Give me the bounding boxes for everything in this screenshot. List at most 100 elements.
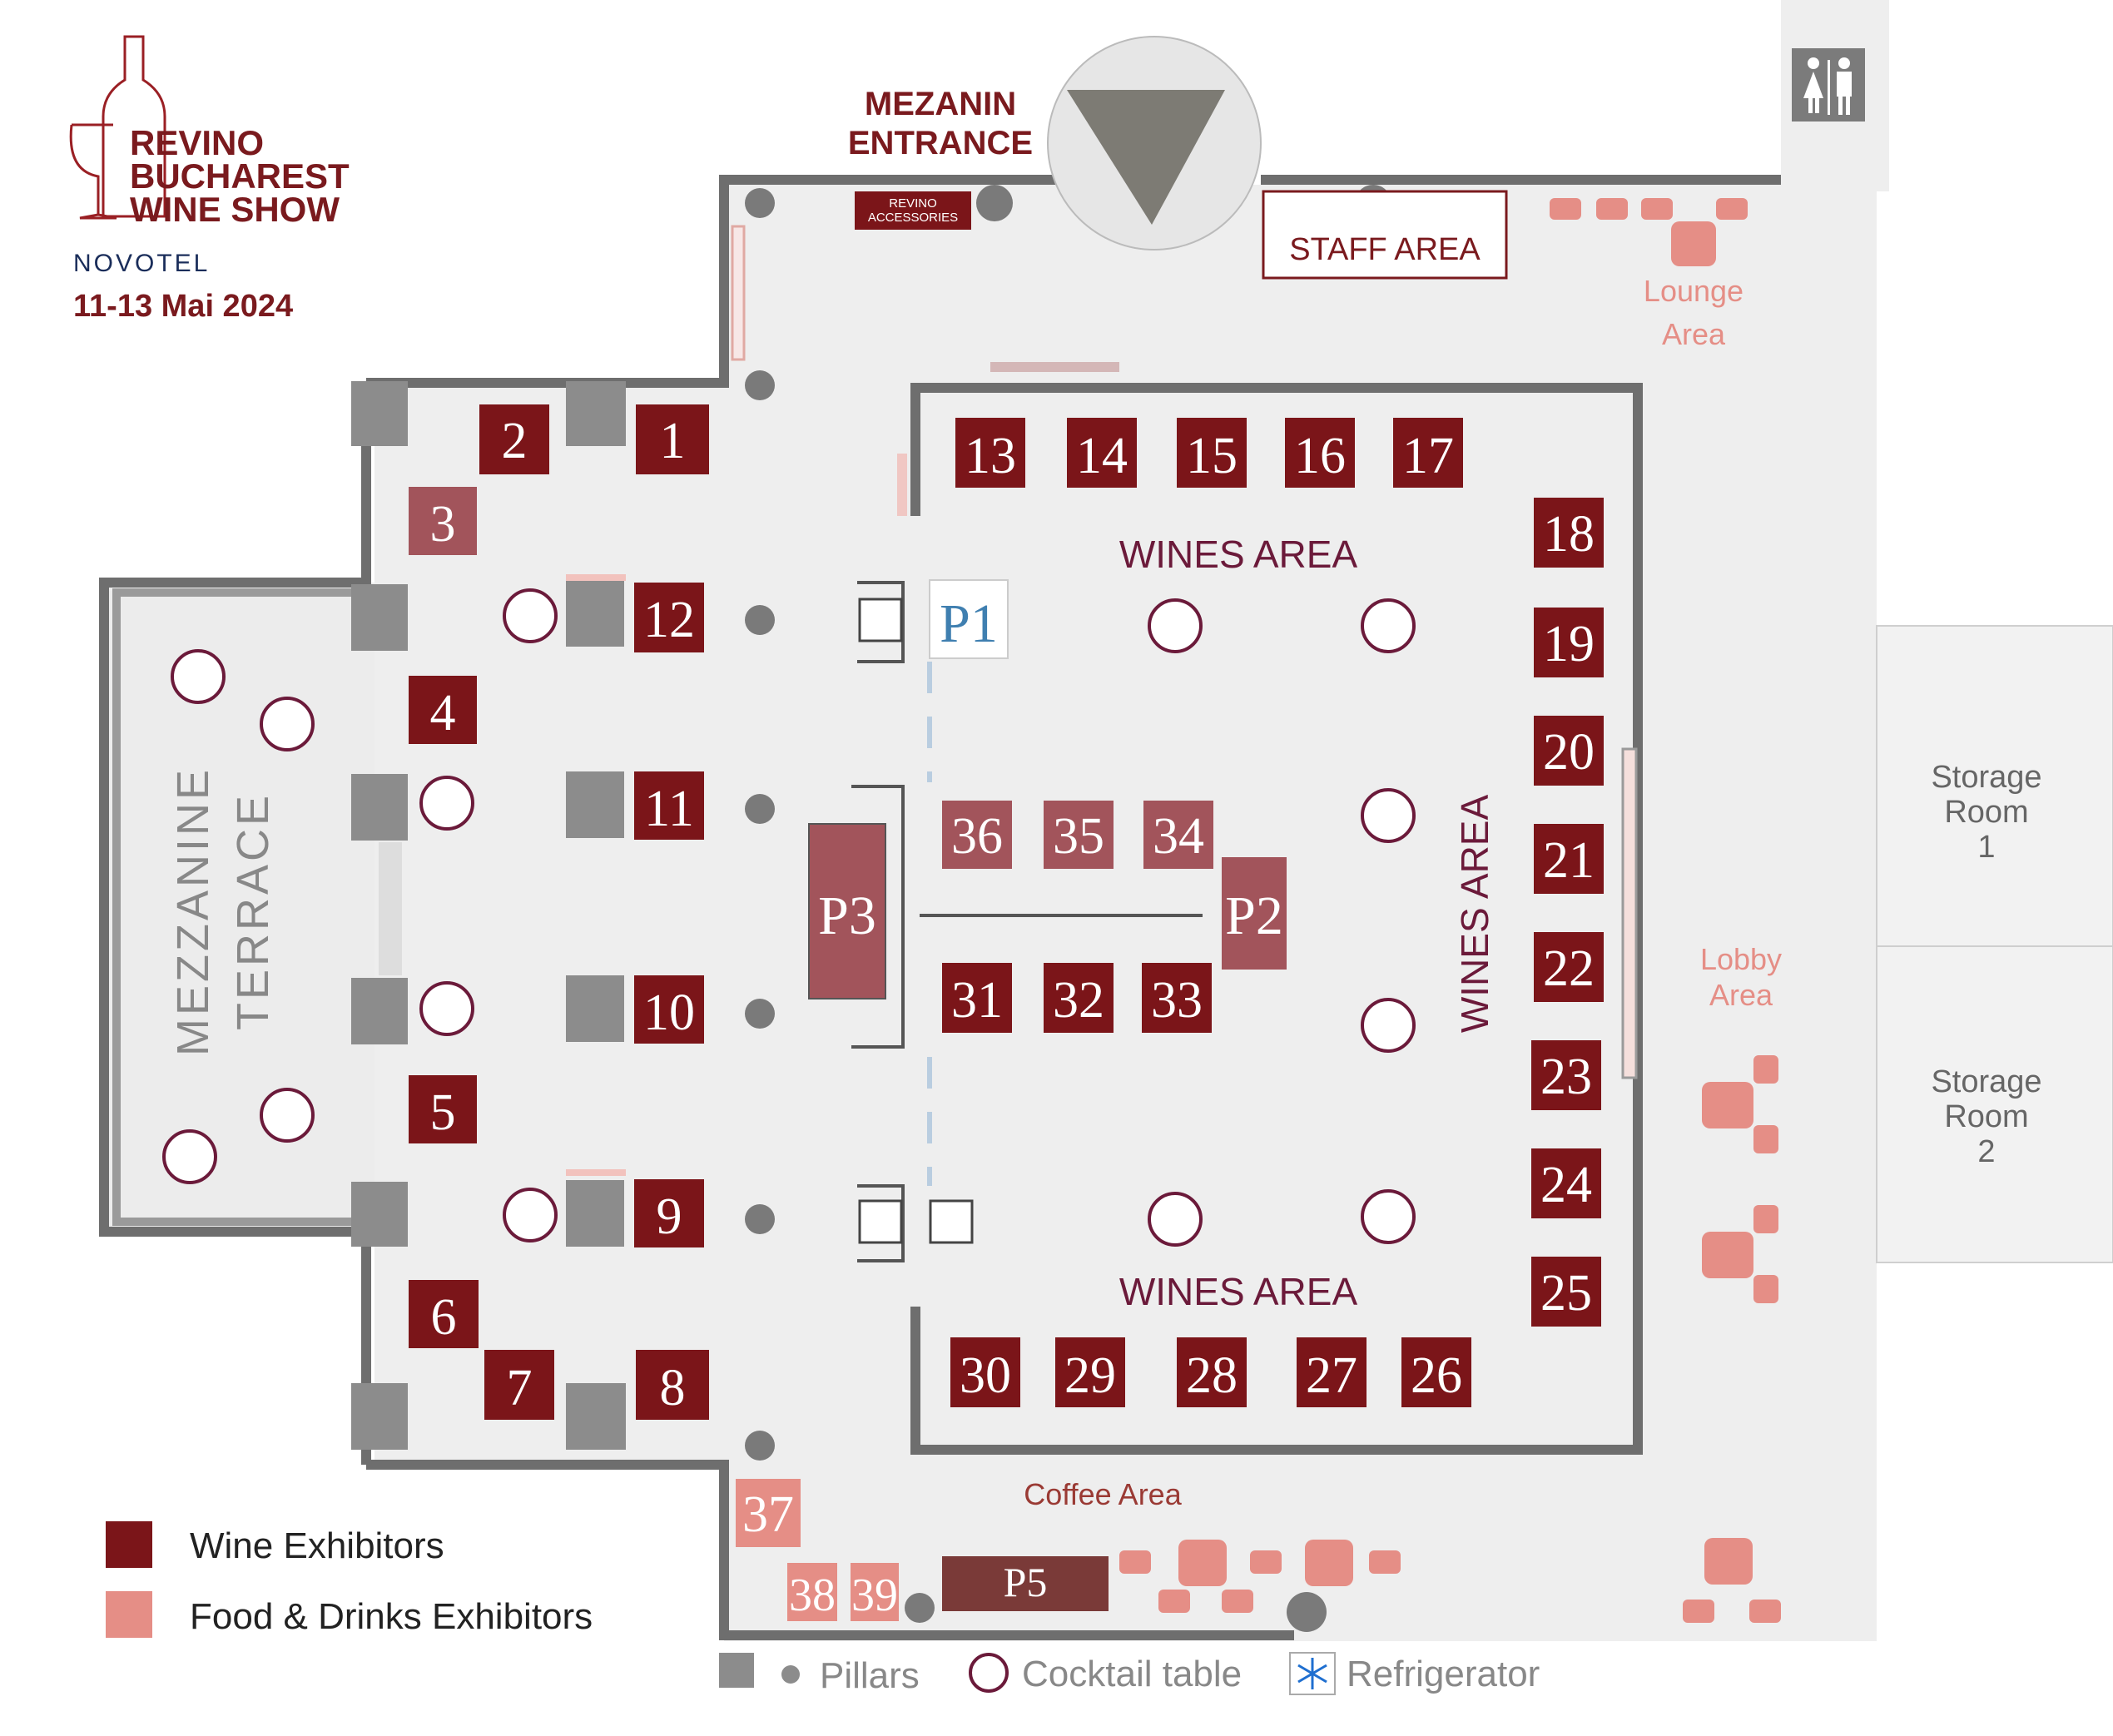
booth-39-label: 39	[851, 1570, 898, 1621]
mezanin-entrance[interactable]	[1047, 36, 1262, 250]
booth-32[interactable]: 32	[1044, 963, 1114, 1033]
booth-p5[interactable]: P5	[942, 1556, 1109, 1611]
booth-37[interactable]: 37	[736, 1479, 801, 1547]
booth-14-label: 14	[1076, 428, 1128, 484]
revino-accessories[interactable]: REVINO ACCESSORIES	[855, 191, 971, 230]
booth-39[interactable]: 39	[851, 1563, 899, 1621]
booth-38[interactable]: 38	[787, 1563, 837, 1621]
booth-4[interactable]: 4	[409, 676, 477, 744]
booth-5[interactable]: 5	[409, 1075, 477, 1143]
booth-12[interactable]: 12	[634, 583, 704, 652]
wines-area-vertical-label: WINES AREA	[1453, 795, 1496, 1034]
refrigerator-snowflake-icon	[1289, 1652, 1336, 1695]
booth-25-label: 25	[1540, 1265, 1592, 1322]
booth-12-label: 12	[643, 592, 695, 648]
booth-7-label: 7	[507, 1360, 533, 1416]
terrace-doors	[379, 842, 402, 975]
booth-18[interactable]: 18	[1534, 498, 1604, 568]
booth-26[interactable]: 26	[1401, 1337, 1471, 1407]
booth-25[interactable]: 25	[1531, 1257, 1601, 1327]
booth-22-label: 22	[1543, 940, 1595, 997]
booth-13-label: 13	[965, 428, 1016, 484]
storage2-label-2: Room	[1944, 1099, 2028, 1134]
booth-7[interactable]: 7	[484, 1350, 554, 1420]
storage2-label-3: 2	[1977, 1134, 1995, 1169]
lobby-label-1: Lobby	[1700, 942, 1782, 976]
booth-36[interactable]: 36	[942, 801, 1012, 869]
booth-17[interactable]: 17	[1393, 418, 1463, 488]
booth-24[interactable]: 24	[1531, 1148, 1601, 1218]
booth-36-label: 36	[951, 808, 1003, 865]
booth-27-label: 27	[1306, 1347, 1357, 1404]
booth-14[interactable]: 14	[1067, 418, 1137, 488]
storage2-label-1: Storage	[1931, 1064, 2041, 1099]
booth-p3[interactable]: P3	[808, 823, 886, 999]
booth-13[interactable]: 13	[955, 418, 1025, 488]
booth-30-label: 30	[960, 1347, 1011, 1404]
legend-pillars-label: Pillars	[820, 1655, 920, 1696]
legend-food-swatch	[106, 1591, 152, 1638]
booth-35[interactable]: 35	[1044, 801, 1114, 869]
booth-p3-label: P3	[818, 885, 876, 946]
booth-5-label: 5	[430, 1084, 456, 1141]
storage1-label-3: 1	[1977, 830, 1995, 865]
booth-33[interactable]: 33	[1142, 963, 1212, 1033]
terrace-inner-wall	[112, 588, 370, 1226]
booth-11[interactable]: 11	[634, 771, 704, 840]
booth-31-label: 31	[951, 972, 1003, 1029]
restroom-icon	[1792, 48, 1865, 122]
booth-21-label: 21	[1543, 832, 1595, 889]
booth-34[interactable]: 34	[1143, 801, 1213, 869]
booth-18-label: 18	[1543, 506, 1595, 563]
partitions	[851, 581, 1203, 1262]
booth-p2-label: P2	[1225, 885, 1283, 946]
booth-16[interactable]: 16	[1285, 418, 1355, 488]
booth-21[interactable]: 21	[1534, 824, 1604, 894]
booth-19[interactable]: 19	[1534, 608, 1604, 677]
booth-29-label: 29	[1064, 1347, 1116, 1404]
lobby-label-2: Area	[1709, 978, 1773, 1012]
booth-23[interactable]: 23	[1531, 1040, 1601, 1110]
legend-wine-swatch	[106, 1521, 152, 1568]
booth-29[interactable]: 29	[1055, 1337, 1125, 1407]
walls	[99, 175, 1781, 1640]
booth-p1[interactable]: P1	[929, 579, 1009, 659]
area-labels: Lounge Area WINES AREA WINES AREA WINES …	[168, 274, 2042, 1511]
wines-area-bottom-label: WINES AREA	[1119, 1270, 1358, 1313]
booth-31[interactable]: 31	[942, 963, 1012, 1033]
booth-20[interactable]: 20	[1534, 716, 1604, 786]
booth-24-label: 24	[1540, 1157, 1592, 1213]
booth-2[interactable]: 2	[479, 404, 549, 474]
legend-food-label: Food & Drinks Exhibitors	[190, 1596, 593, 1637]
booth-3[interactable]: 3	[409, 487, 477, 555]
booth-10-label: 10	[643, 985, 695, 1041]
revino-logo: REVINO BUCHAREST WINE SHOW NOVOTEL 11-13…	[69, 35, 350, 324]
booth-35-label: 35	[1053, 808, 1104, 865]
legend-wine-label: Wine Exhibitors	[190, 1525, 444, 1566]
legend-refrigerator-label: Refrigerator	[1347, 1654, 1540, 1694]
booth-20-label: 20	[1543, 724, 1595, 781]
booth-1[interactable]: 1	[636, 404, 709, 474]
booth-6[interactable]: 6	[409, 1280, 479, 1348]
booth-8[interactable]: 8	[636, 1350, 709, 1420]
pillar-round-icon	[781, 1665, 800, 1684]
booth-30[interactable]: 30	[950, 1337, 1020, 1407]
booth-6-label: 6	[431, 1289, 457, 1346]
storage1-label-1: Storage	[1931, 760, 2041, 795]
booth-10[interactable]: 10	[634, 975, 704, 1044]
booth-9[interactable]: 9	[634, 1179, 704, 1247]
lounge-label-2: Area	[1662, 317, 1726, 351]
booth-28[interactable]: 28	[1177, 1337, 1247, 1407]
booth-p1-label: P1	[940, 593, 998, 654]
lounge-furniture	[1119, 198, 1781, 1623]
booth-22[interactable]: 22	[1534, 932, 1604, 1002]
booth-37-label: 37	[742, 1486, 794, 1543]
revino-accessories-label-1: REVINO	[889, 196, 937, 211]
booth-27[interactable]: 27	[1297, 1337, 1367, 1407]
entrance-arrow-icon	[1067, 90, 1225, 225]
booth-15[interactable]: 15	[1177, 418, 1247, 488]
booth-9-label: 9	[657, 1188, 682, 1245]
event-dates: 11-13 Mai 2024	[73, 289, 293, 324]
booth-p2[interactable]: P2	[1222, 857, 1287, 970]
revino-accessories-label-2: ACCESSORIES	[868, 211, 958, 225]
